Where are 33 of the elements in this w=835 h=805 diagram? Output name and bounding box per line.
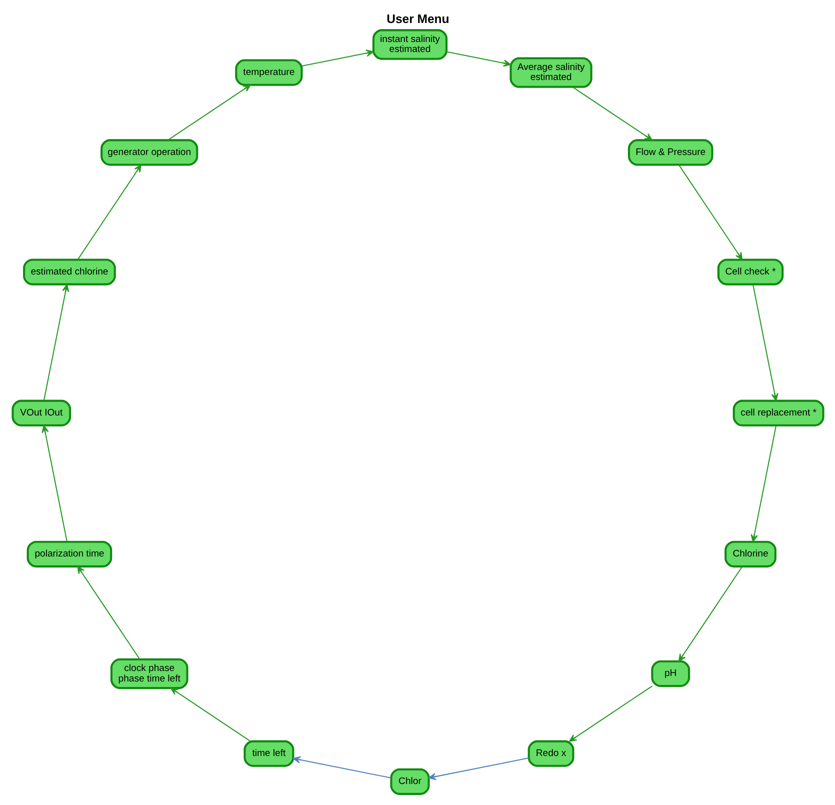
arrow — [568, 686, 652, 742]
node-box: generator operation — [100, 139, 198, 166]
node-box: VOut IOut — [11, 400, 71, 426]
diagram-title: User Menu — [386, 12, 449, 26]
node-box: Chlorine — [724, 540, 776, 568]
node-box: instant salinity estimated — [372, 29, 448, 60]
node-box: pH — [650, 660, 690, 688]
arrow — [752, 284, 778, 402]
arrow — [678, 566, 742, 662]
arrow — [76, 164, 142, 260]
node-box: Redo x — [527, 740, 574, 767]
arrow — [750, 426, 776, 542]
node-box: Flow & Pressure — [627, 139, 713, 166]
arrow — [446, 51, 511, 67]
arrow — [167, 84, 250, 141]
node-box: Average salinity estimated — [509, 57, 592, 88]
arrow — [41, 425, 67, 542]
node-box: Chlor — [390, 768, 430, 795]
arrow — [678, 164, 742, 260]
node-box: clock phase phase time left — [110, 658, 188, 690]
arrow — [42, 284, 69, 401]
arrow — [76, 566, 140, 660]
node-box: estimated chlorine — [22, 258, 116, 286]
node-box: polarization time — [26, 540, 112, 568]
arrow — [292, 756, 391, 778]
node-box: temperature — [234, 59, 302, 86]
arrow — [572, 86, 652, 141]
node-box: Cell check * — [716, 258, 784, 286]
arrow — [170, 688, 250, 742]
arrow — [301, 50, 374, 67]
arrow — [428, 758, 528, 780]
node-box: time left — [243, 740, 294, 767]
node-box: cell replacement * — [732, 400, 824, 426]
